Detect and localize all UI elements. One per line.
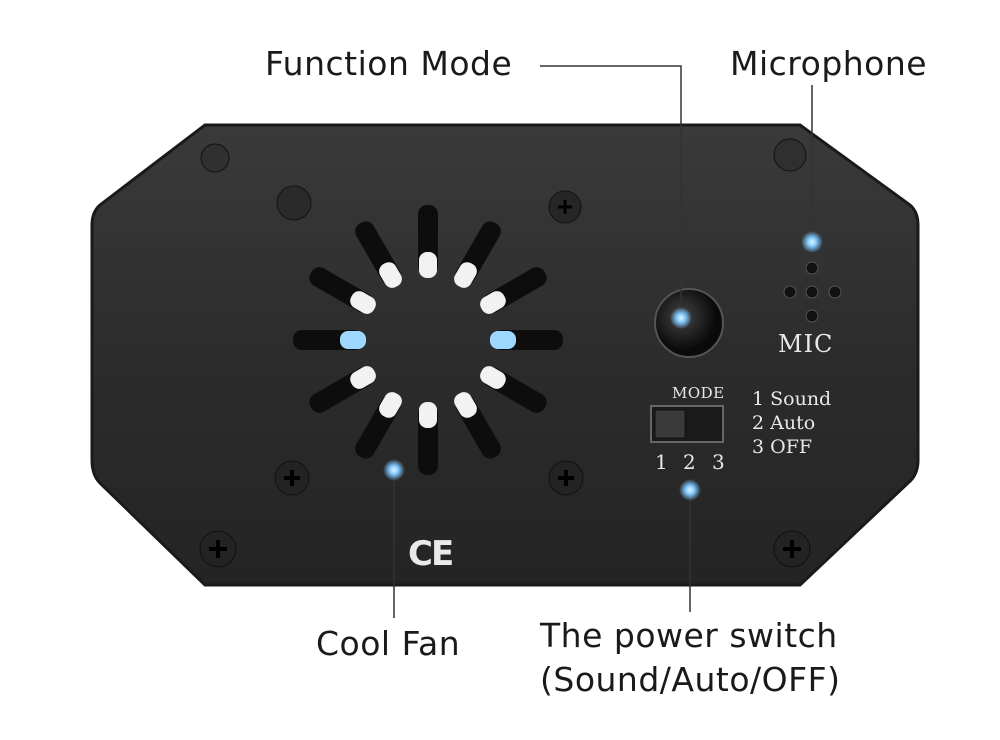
fan-vent-slot [418,402,438,475]
function-mode-label: Function Mode [265,42,512,86]
fan-vent-slot [490,330,563,350]
option-off: 3 OFF [752,436,812,458]
cool-fan-label: Cool Fan [316,622,460,666]
switch-position-2: 2 [683,450,696,474]
switch-position-1: 1 [655,450,668,474]
switch-position-3: 3 [712,450,725,474]
mic-panel-label: MIC [778,330,833,358]
mode-panel-label: MODE [672,384,725,402]
microphone-label: Microphone [730,42,927,86]
mode-switch-slider [655,410,685,438]
callout-function-mode: Function Mode [265,42,512,86]
option-auto: 2 Auto [752,412,815,434]
fan-vent-slot [418,205,438,278]
callout-microphone: Microphone [730,42,927,86]
ce-mark-icon: CE [408,534,452,574]
callout-power-switch: The power switch (Sound/Auto/OFF) [540,614,840,702]
power-switch-label-line1: The power switch [540,614,840,658]
callout-cool-fan: Cool Fan [316,622,460,666]
power-switch-label-line2: (Sound/Auto/OFF) [540,658,840,702]
option-sound: 1 Sound [752,388,831,410]
fan-vent-slot [293,330,366,350]
